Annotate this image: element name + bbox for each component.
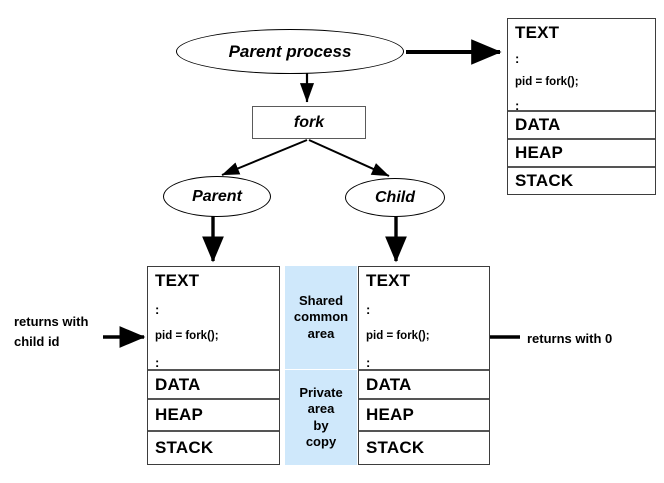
memory-colon-2: : <box>515 97 520 113</box>
memory-data-segment: DATA <box>148 371 279 401</box>
private-line-1: Private <box>299 385 343 400</box>
child-node[interactable]: Child <box>345 178 445 217</box>
memory-colon-1: : <box>155 302 160 317</box>
memory-text-segment: TEXT : pid = fork(); : <box>508 19 655 112</box>
memory-stack-label: STACK <box>515 170 574 190</box>
memory-colon-1: : <box>366 302 371 317</box>
memory-text-label: TEXT <box>515 23 560 42</box>
memory-heap-segment: HEAP <box>508 140 655 168</box>
memory-stack-segment: STACK <box>508 168 655 194</box>
shared-line-2: common <box>293 309 349 325</box>
memory-text-segment: TEXT : pid = fork(); : <box>148 267 279 371</box>
memory-heap-label: HEAP <box>155 405 204 425</box>
fork-label: fork <box>293 113 325 131</box>
memory-stack-label: STACK <box>155 437 214 457</box>
memory-code-line: pid = fork(); <box>515 76 579 88</box>
parent-memory-box: TEXT : pid = fork(); : DATA HEAP STACK <box>147 266 280 465</box>
private-line-2: area <box>307 401 335 417</box>
memory-stack-label: STACK <box>366 437 425 457</box>
memory-colon-1: : <box>515 51 520 66</box>
private-line-3: by <box>313 417 329 433</box>
returns-with-child-id-label: returns with child id <box>14 312 119 352</box>
memory-text-segment: TEXT : pid = fork(); : <box>359 267 489 371</box>
memory-heap-label: HEAP <box>366 405 415 425</box>
shared-line-3: area <box>307 325 335 341</box>
returns-child-id-line-1: returns with <box>14 314 89 329</box>
arrow-fork-to-child <box>308 139 390 177</box>
parent-node[interactable]: Parent <box>163 176 271 217</box>
memory-stack-segment: STACK <box>359 432 489 464</box>
arrow-fork-to-parent <box>221 139 308 176</box>
private-line-4: copy <box>305 433 337 449</box>
memory-code-line: pid = fork(); <box>155 330 219 342</box>
memory-heap-segment: HEAP <box>148 400 279 432</box>
memory-heap-label: HEAP <box>515 143 564 162</box>
memory-text-label: TEXT <box>366 271 411 290</box>
memory-data-label: DATA <box>366 374 412 394</box>
parent-process-label: Parent process <box>228 41 352 61</box>
memory-stack-segment: STACK <box>148 432 279 464</box>
returns-with-zero-label: returns with 0 <box>527 331 613 346</box>
child-memory-box: TEXT : pid = fork(); : DATA HEAP STACK <box>358 266 490 465</box>
memory-code-line: pid = fork(); <box>366 330 430 342</box>
parent-process-node[interactable]: Parent process <box>176 29 404 74</box>
memory-heap-segment: HEAP <box>359 400 489 432</box>
parent-process-memory-box: TEXT : pid = fork(); : DATA HEAP STACK <box>507 18 656 195</box>
memory-data-label: DATA <box>515 115 561 135</box>
memory-colon-2: : <box>366 354 371 370</box>
memory-data-segment: DATA <box>359 371 489 401</box>
private-area-cell: Private area by copy <box>285 370 357 465</box>
shared-line-1: Shared <box>298 293 344 309</box>
memory-text-label: TEXT <box>155 271 200 290</box>
parent-label: Parent <box>192 187 242 205</box>
memory-colon-2: : <box>155 354 160 370</box>
child-label: Child <box>375 188 415 206</box>
shared-private-column: Shared common area Private area by copy <box>285 266 357 465</box>
memory-data-segment: DATA <box>508 112 655 141</box>
shared-common-area-cell: Shared common area <box>285 266 357 370</box>
memory-data-label: DATA <box>155 374 201 394</box>
returns-child-id-line-2: child id <box>14 334 60 350</box>
fork-box[interactable]: fork <box>252 106 366 139</box>
